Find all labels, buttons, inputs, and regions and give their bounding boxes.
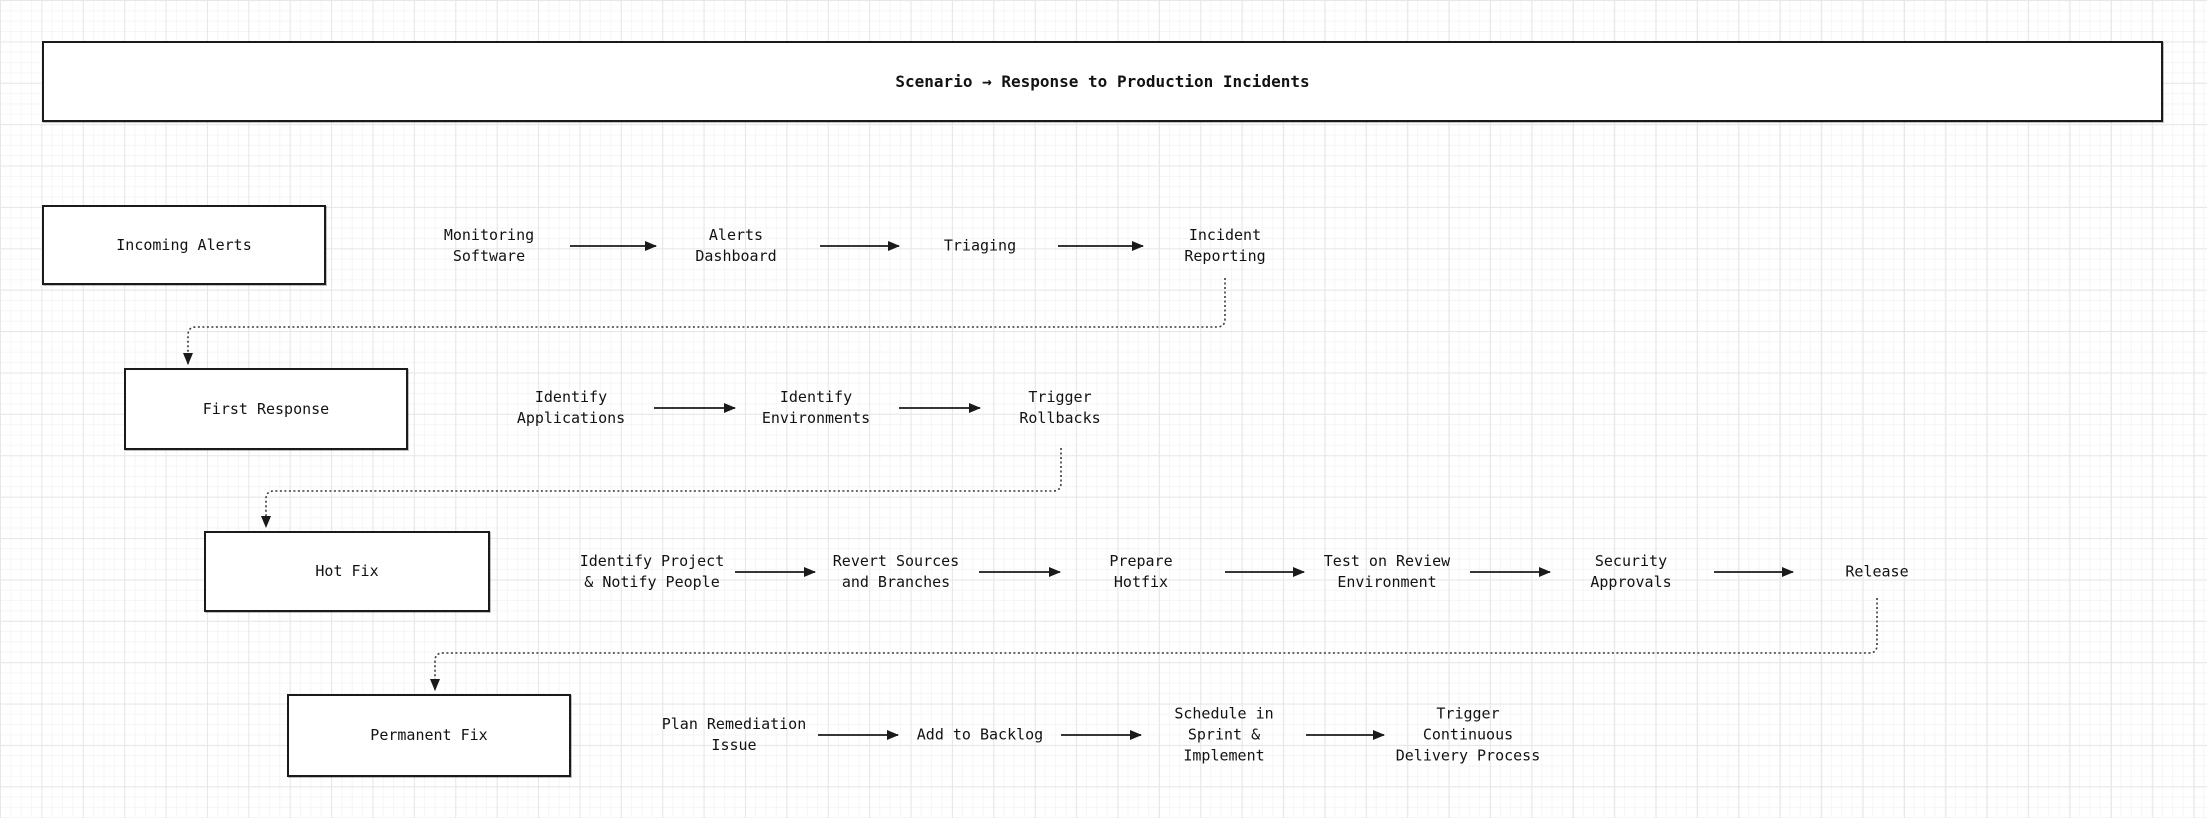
step-identify-environments[interactable]: Identify Environments — [761, 388, 871, 427]
diagram-title-node[interactable]: Scenario → Response to Production Incide… — [42, 41, 2163, 122]
lane-box-first-response[interactable]: First Response — [124, 368, 408, 450]
step-trigger-continuous-delivery[interactable]: Trigger Continuous Delivery Process — [1395, 704, 1541, 765]
lane-box-label: Incoming Alerts — [116, 235, 252, 254]
step-identify-project-notify-people[interactable]: Identify Project & Notify People — [579, 552, 725, 591]
lane-box-permanent-fix[interactable]: Permanent Fix — [287, 694, 571, 777]
lane-box-label: Permanent Fix — [370, 726, 488, 744]
step-monitoring-software[interactable]: Monitoring Software — [443, 226, 535, 265]
lane-box-label: First Response — [202, 399, 330, 418]
step-alerts-dashboard[interactable]: Alerts Dashboard — [695, 226, 777, 265]
step-plan-remediation-issue[interactable]: Plan Remediation Issue — [661, 715, 807, 754]
step-incident-reporting[interactable]: Incident Reporting — [1184, 226, 1266, 265]
lane-box-label: Hot Fix — [315, 562, 379, 580]
lane-box-incoming-alerts[interactable]: Incoming Alerts — [42, 205, 326, 285]
step-test-on-review-environment[interactable]: Test on Review Environment — [1323, 552, 1451, 591]
connector-trigger-rollbacks-to-hot-fix — [261, 448, 1062, 528]
step-triaging[interactable]: Triaging — [943, 236, 1017, 255]
step-schedule-in-sprint-implement[interactable]: Schedule in Sprint & Implement — [1174, 704, 1274, 765]
connector-incident-reporting-to-first-response — [183, 278, 1226, 365]
step-add-to-backlog[interactable]: Add to Backlog — [916, 725, 1044, 744]
step-identify-applications[interactable]: Identify Applications — [516, 388, 626, 427]
lane-box-hot-fix[interactable]: Hot Fix — [204, 531, 490, 612]
step-security-approvals[interactable]: Security Approvals — [1590, 552, 1672, 591]
step-revert-sources-branches[interactable]: Revert Sources and Branches — [832, 552, 960, 591]
step-release[interactable]: Release — [1845, 562, 1909, 581]
step-prepare-hotfix[interactable]: Prepare Hotfix — [1109, 552, 1173, 591]
diagram-title-label: Scenario → Response to Production Incide… — [895, 72, 1310, 91]
step-trigger-rollbacks[interactable]: Trigger Rollbacks — [1019, 388, 1101, 427]
connector-release-to-permanent-fix — [430, 598, 1878, 691]
